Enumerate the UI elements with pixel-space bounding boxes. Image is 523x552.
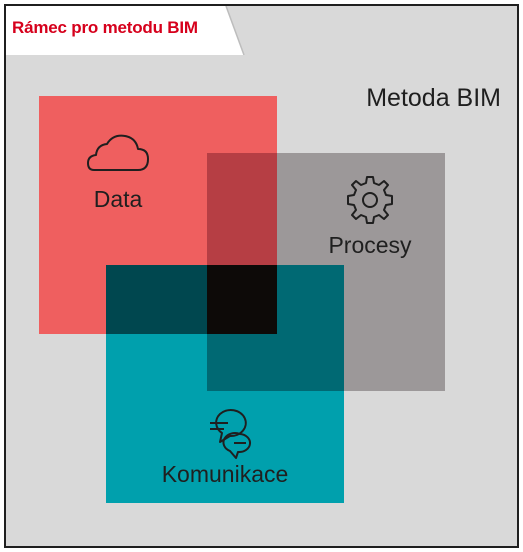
cloud-icon (87, 134, 149, 171)
page-title: Rámec pro metodu BIM (12, 18, 198, 37)
overlap-data-procesy (207, 153, 277, 265)
overlap-procesy-komunikace-lower (207, 334, 277, 391)
container-label: Metoda BIM (366, 84, 501, 112)
title-tab-shape (6, 6, 245, 55)
overlap-all (207, 265, 277, 334)
overlap-procesy-komunikace (277, 265, 344, 391)
node-label-data: Data (93, 186, 143, 212)
chat-bubbles-icon (210, 409, 252, 459)
diagram-frame: Rámec pro metodu BIM Metoda BIM (4, 4, 519, 548)
title-tab: Rámec pro metodu BIM (6, 6, 517, 55)
gear-icon (347, 176, 393, 224)
node-label-komunikace: Komunikace (161, 461, 289, 487)
node-label-procesy: Procesy (328, 232, 412, 258)
overlap-data-komunikace (106, 265, 207, 334)
venn-diagram (39, 96, 445, 503)
